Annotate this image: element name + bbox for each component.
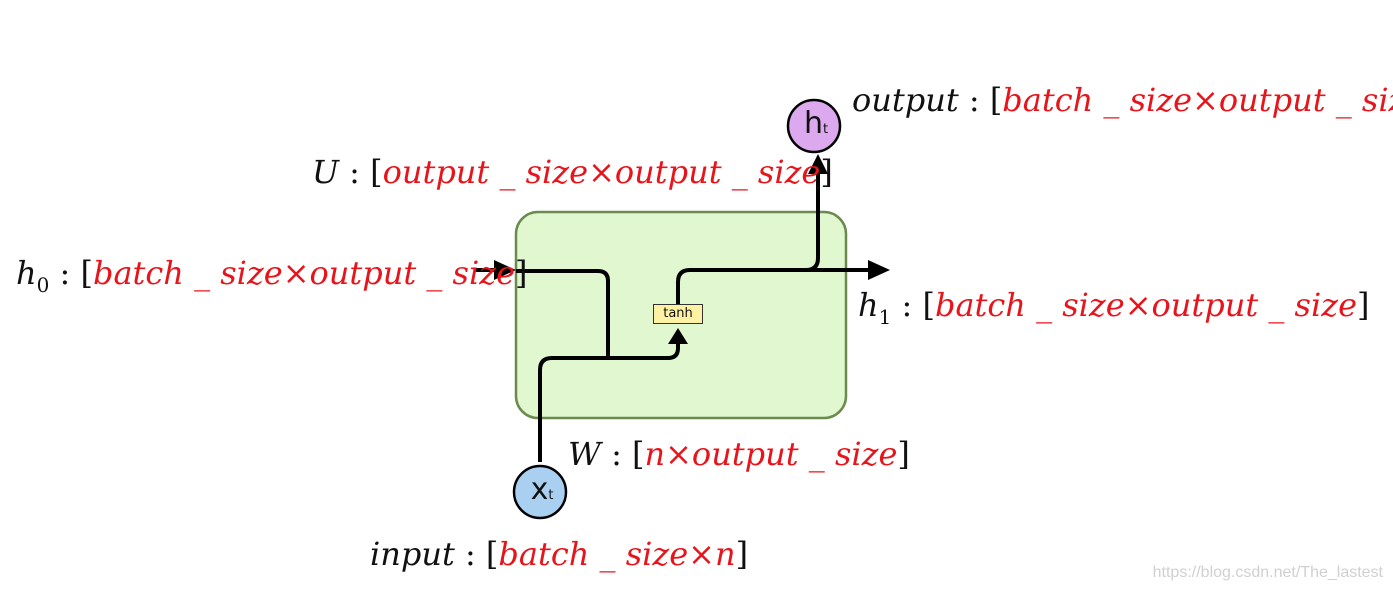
h1-label-name: h bbox=[858, 286, 879, 324]
u-label-open: [ bbox=[370, 153, 383, 191]
h1-label-sub: 1 bbox=[878, 305, 892, 329]
output-label: output : [batch _ size×output _ size] bbox=[852, 82, 1393, 118]
u-label-name: U bbox=[312, 153, 339, 191]
output-label-open: [ bbox=[989, 81, 1003, 119]
w-weight-label: W : [n×output _ size] bbox=[568, 436, 910, 472]
w-label-colon: : bbox=[600, 435, 633, 473]
output-node-main: h bbox=[803, 106, 823, 141]
output-node-circle bbox=[786, 98, 842, 154]
h1-label: h1 : [batch _ size×output _ size] bbox=[858, 287, 1369, 335]
h0-label-name: h bbox=[16, 254, 37, 292]
output-node-label: ht bbox=[796, 106, 836, 141]
h1-label-open: [ bbox=[922, 286, 935, 324]
u-label-dims: output _ size×output _ size bbox=[382, 153, 821, 191]
tanh-input-arrow bbox=[668, 328, 688, 344]
output-node-sub: t bbox=[822, 122, 829, 137]
output-label-name: output bbox=[852, 81, 959, 119]
tanh-activation-box: tanh bbox=[653, 304, 703, 324]
h1-label-close: ] bbox=[1357, 286, 1370, 324]
h0-label-sub: 0 bbox=[36, 273, 50, 297]
input-label-dims: batch _ size×n bbox=[498, 535, 736, 573]
h0-label-open: [ bbox=[80, 254, 93, 292]
input-node-sub: t bbox=[548, 488, 554, 503]
output-label-dims: batch _ size×output _ size bbox=[1002, 81, 1393, 119]
input-label-name: input bbox=[370, 535, 455, 573]
watermark-text: https://blog.csdn.net/The_lastest bbox=[1152, 564, 1383, 581]
h0-arrow bbox=[494, 260, 516, 280]
ht-arrow bbox=[808, 154, 828, 174]
w-label-name: W bbox=[568, 435, 601, 473]
h1-label-colon: : bbox=[891, 286, 923, 324]
h0-label-close: ] bbox=[515, 254, 528, 292]
input-label-colon: : bbox=[454, 535, 486, 573]
output-label-colon: : bbox=[958, 81, 990, 119]
tanh-output-path bbox=[676, 268, 870, 304]
w-label-dims: n×output _ size bbox=[644, 435, 898, 473]
input-label-close: ] bbox=[735, 535, 749, 573]
w-label-open: [ bbox=[632, 435, 645, 473]
w-label-close: ] bbox=[897, 435, 910, 473]
x-path bbox=[538, 356, 668, 462]
ht-path bbox=[805, 170, 820, 272]
u-label-close: ] bbox=[820, 153, 833, 191]
input-label: input : [batch _ size×n] bbox=[370, 536, 748, 572]
h1-arrow bbox=[868, 260, 890, 280]
h1-label-dims: batch _ size×output _ size bbox=[934, 286, 1357, 324]
h0-label-dims: batch _ size×output _ size bbox=[92, 254, 515, 292]
input-label-open: [ bbox=[485, 535, 499, 573]
input-node-label: xt bbox=[522, 472, 562, 507]
h0-label-colon: : bbox=[49, 254, 81, 292]
u-weight-label: U : [output _ size×output _ size] bbox=[312, 154, 833, 190]
input-node-main: x bbox=[530, 472, 549, 507]
input-node-circle bbox=[512, 464, 568, 520]
u-label-colon: : bbox=[338, 153, 371, 191]
h0-label: h0 : [batch _ size×output _ size] bbox=[16, 255, 527, 303]
